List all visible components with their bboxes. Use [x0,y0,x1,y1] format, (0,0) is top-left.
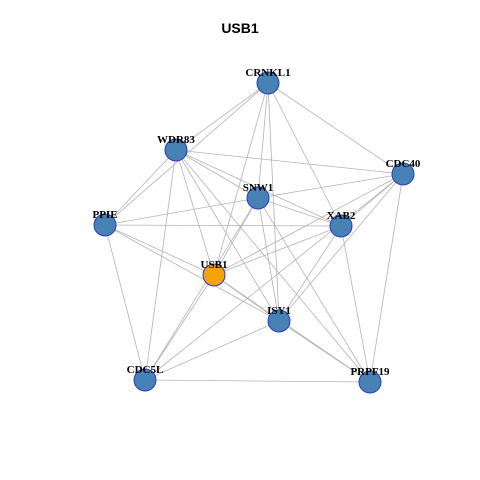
node-cdc5l[interactable]: CDC5L [127,364,164,392]
node-label-cdc40: CDC40 [386,158,421,170]
node-usb1[interactable]: USB1 [201,259,228,287]
edge-isy1-cdc5l [144,320,280,381]
edge-wdr83-usb1 [175,149,215,276]
edge-snw1-ppie [104,197,259,226]
edge-cdc40-prpf19 [369,173,404,383]
node-label-cdc5l: CDC5L [127,364,164,376]
node-circle-snw1[interactable] [246,186,270,210]
edge-wdr83-prpf19 [175,149,371,383]
edge-wdr83-isy1 [175,149,280,322]
edge-ppie-xab2 [104,224,342,227]
node-label-xab2: XAB2 [327,210,356,222]
graph-title: USB1 [221,20,259,36]
edge-crnkl1-isy1 [267,82,280,322]
node-xab2[interactable]: XAB2 [327,210,356,238]
edge-xab2-usb1 [213,225,342,276]
node-label-wdr83: WDR83 [157,134,195,146]
node-circle-crnkl1[interactable] [256,71,280,95]
node-label-usb1: USB1 [201,259,228,271]
edge-cdc40-usb1 [213,173,404,276]
node-label-crnkl1: CRNKL1 [245,67,290,79]
edge-isy1-prpf19 [278,320,371,383]
node-prpf19[interactable]: PRPF19 [350,366,390,394]
edge-cdc40-isy1 [278,173,404,322]
edge-cdc40-snw1 [257,173,404,199]
node-ppie[interactable]: PPIE [92,209,118,237]
edge-crnkl1-cdc40 [267,82,404,175]
node-label-ppie: PPIE [92,209,117,221]
edge-crnkl1-snw1 [257,82,269,199]
edge-layer [104,82,404,383]
edge-wdr83-cdc5l [144,149,177,381]
edge-wdr83-snw1 [175,149,259,199]
node-circle-ppie[interactable] [93,213,117,237]
node-circle-cdc40[interactable] [391,162,415,186]
node-wdr83[interactable]: WDR83 [157,134,195,162]
node-snw1[interactable]: SNW1 [243,182,274,210]
node-circle-cdc5l[interactable] [133,368,157,392]
node-crnkl1[interactable]: CRNKL1 [245,67,291,95]
edge-crnkl1-xab2 [267,82,342,227]
node-circle-wdr83[interactable] [164,138,188,162]
node-circle-prpf19[interactable] [358,370,382,394]
edge-usb1-cdc5l [144,274,215,381]
edge-ppie-usb1 [104,224,215,276]
edge-snw1-prpf19 [257,197,371,383]
node-circle-isy1[interactable] [267,309,291,333]
edge-wdr83-cdc40 [175,149,404,175]
edge-wdr83-ppie [104,149,177,226]
edge-crnkl1-usb1 [213,82,269,276]
edge-ppie-isy1 [104,224,280,322]
node-label-isy1: ISY1 [267,305,291,317]
edge-snw1-isy1 [257,197,280,322]
node-circle-usb1[interactable] [202,263,226,287]
node-isy1[interactable]: ISY1 [267,305,291,333]
node-label-snw1: SNW1 [243,182,274,194]
edge-crnkl1-wdr83 [175,82,269,151]
edge-snw1-cdc5l [144,197,259,381]
node-circle-xab2[interactable] [329,214,353,238]
edge-snw1-usb1 [213,197,259,276]
edge-cdc40-cdc5l [144,173,404,381]
edge-xab2-isy1 [278,225,342,322]
node-cdc40[interactable]: CDC40 [386,158,421,186]
edge-cdc5l-prpf19 [144,379,371,383]
edge-xab2-prpf19 [340,225,371,383]
node-label-prpf19: PRPF19 [350,366,390,378]
edge-ppie-cdc5l [104,224,146,381]
edge-snw1-xab2 [257,197,342,227]
